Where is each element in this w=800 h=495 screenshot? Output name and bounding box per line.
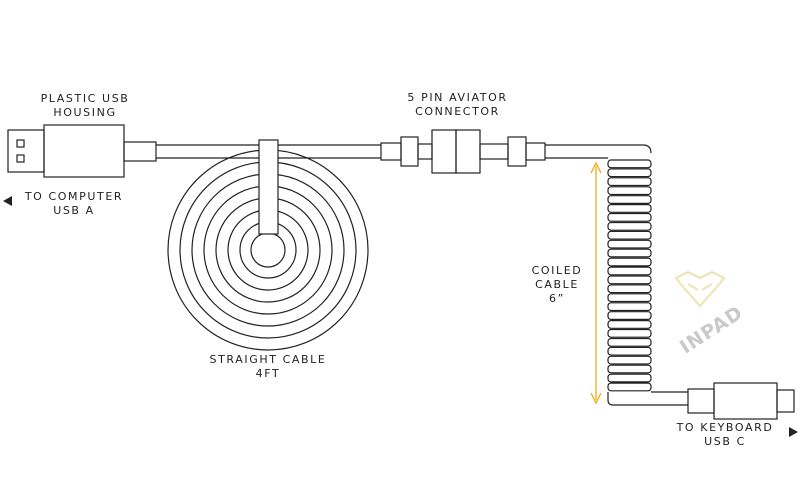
housing-strain-relief bbox=[123, 141, 157, 162]
to-keyboard-label-line1: TO KEYBOARD bbox=[676, 421, 774, 434]
coil-loop bbox=[607, 302, 652, 312]
straight-cable-label: STRAIGHT CABLE 4FT bbox=[193, 353, 343, 381]
coil-loop bbox=[607, 204, 652, 213]
coil-loop bbox=[607, 328, 652, 338]
cable-to-coil bbox=[545, 144, 652, 159]
coil-loop bbox=[607, 266, 652, 276]
owl-logo-icon bbox=[674, 270, 726, 308]
aviator-label-line1: 5 PIN AVIATOR bbox=[407, 91, 508, 104]
coil-loop bbox=[607, 364, 652, 374]
usb-housing-label: PLASTIC USB HOUSING bbox=[20, 92, 150, 120]
usb-housing-label-line2: HOUSING bbox=[53, 106, 117, 119]
coil-loop bbox=[607, 239, 652, 249]
coil-loop bbox=[607, 284, 652, 294]
coil-loop bbox=[607, 186, 652, 196]
coiled-cable-label-line1: COILED bbox=[531, 264, 583, 277]
coil-loop bbox=[607, 159, 652, 169]
to-keyboard-label-line2: USB C bbox=[704, 435, 746, 448]
coiled-cable-label-line3: 6” bbox=[549, 292, 565, 305]
aviator-label-line2: CONNECTOR bbox=[415, 105, 500, 118]
coil-loop bbox=[607, 195, 652, 204]
coiled-cable-label: COILED CABLE 6” bbox=[522, 264, 592, 306]
cable-strap bbox=[258, 139, 279, 235]
to-keyboard-label: TO KEYBOARD USB C bbox=[660, 421, 790, 449]
to-computer-label: TO COMPUTER USB A bbox=[14, 190, 134, 218]
usb-a-plug bbox=[7, 129, 45, 173]
to-computer-label-line1: TO COMPUTER bbox=[24, 190, 124, 203]
cable-to-usb-c bbox=[607, 391, 688, 406]
usb-housing-label-line1: PLASTIC USB bbox=[40, 92, 130, 105]
plastic-usb-housing bbox=[43, 124, 125, 178]
coil-loop bbox=[607, 320, 652, 329]
aviator-connector bbox=[380, 129, 546, 174]
coil-loop bbox=[607, 355, 652, 365]
straight-cable-label-line1: STRAIGHT CABLE bbox=[209, 353, 327, 366]
coiled-cable bbox=[607, 159, 652, 392]
coiled-cable-label-line2: CABLE bbox=[535, 278, 579, 291]
coil-loop bbox=[607, 248, 652, 258]
coil-loop bbox=[607, 221, 652, 231]
coil-loop bbox=[607, 275, 652, 285]
coil-loop bbox=[607, 257, 652, 267]
coil-loop bbox=[607, 337, 652, 347]
coil-loop bbox=[607, 346, 652, 356]
usb-a-pin-top bbox=[16, 139, 25, 148]
coil-loop bbox=[607, 373, 652, 383]
triangle-left-icon bbox=[3, 196, 12, 206]
coil-loop bbox=[607, 212, 652, 222]
usb-a-pin-bottom bbox=[16, 154, 25, 163]
straight-cable-label-line2: 4FT bbox=[255, 367, 281, 380]
coil-loop bbox=[607, 168, 652, 178]
usb-c-connector bbox=[687, 382, 795, 420]
coil-loop bbox=[607, 382, 652, 392]
aviator-connector-label: 5 PIN AVIATOR CONNECTOR bbox=[385, 91, 530, 119]
coil-loop bbox=[607, 293, 652, 303]
triangle-right-icon bbox=[789, 427, 798, 437]
coil-loop bbox=[607, 177, 652, 187]
coil-loop bbox=[607, 311, 652, 321]
coil-loop bbox=[607, 230, 652, 240]
coil-length-dimension bbox=[590, 161, 602, 405]
to-computer-label-line2: USB A bbox=[53, 204, 95, 217]
